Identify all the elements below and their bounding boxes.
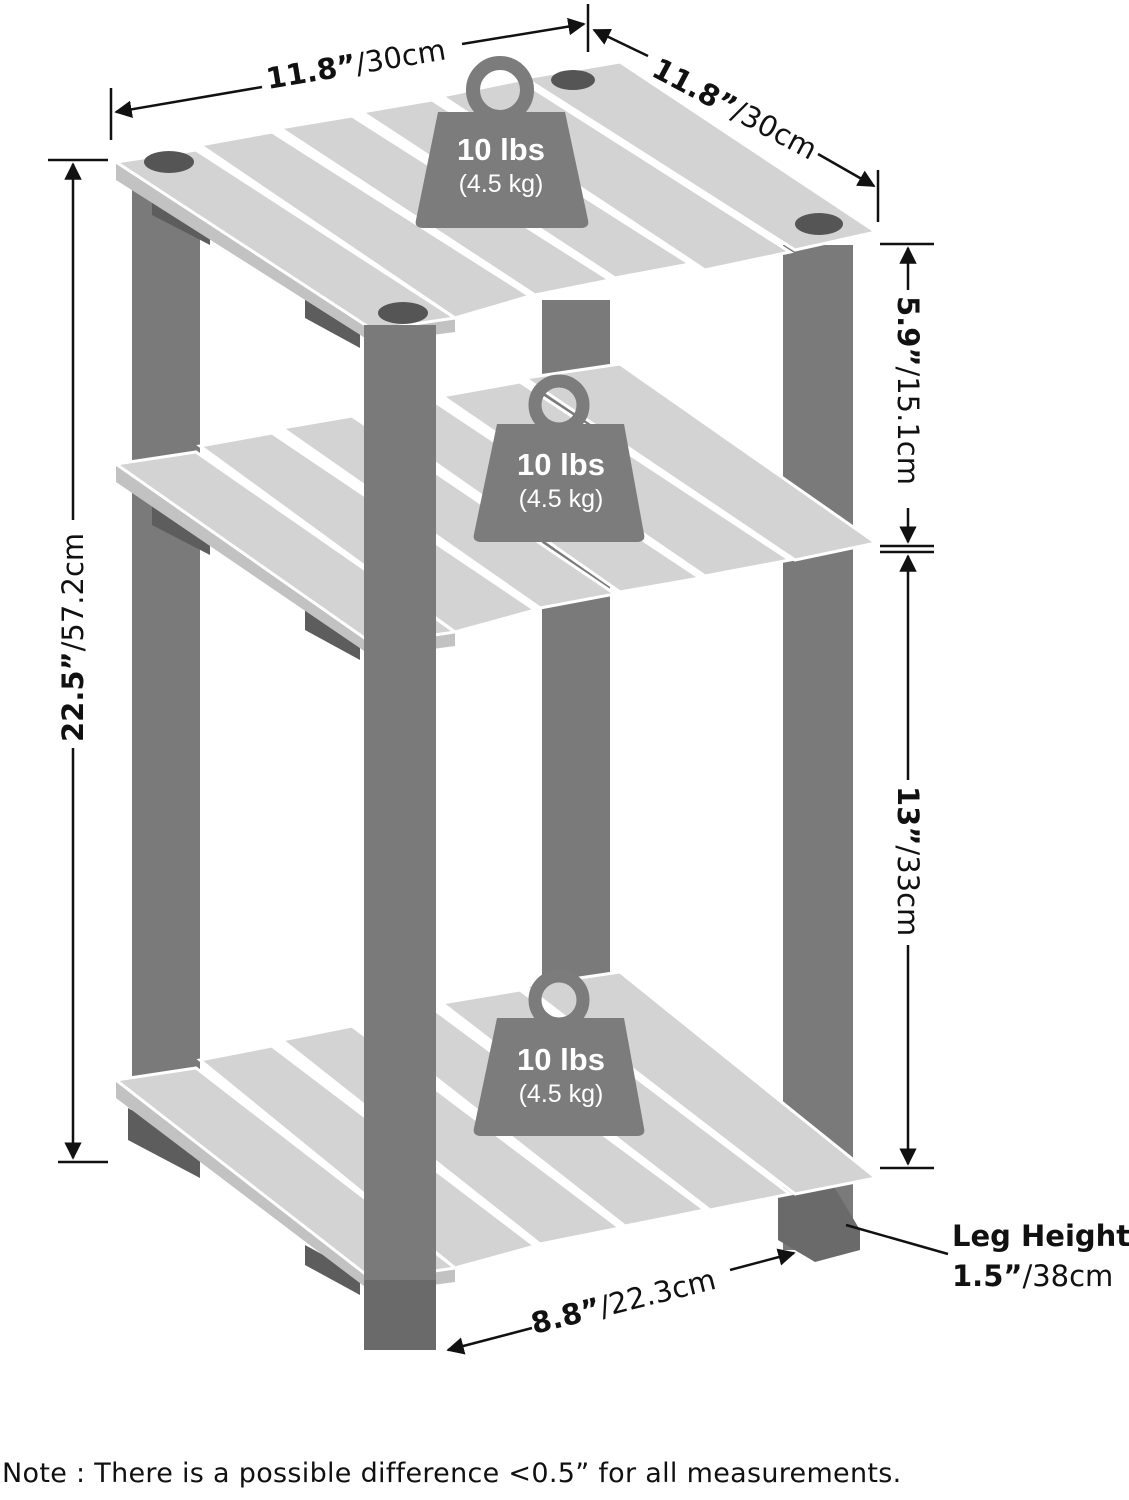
weight-top-main: 10 lbs: [457, 132, 545, 167]
total-height-label: 22.5”/57.2cm: [56, 533, 90, 742]
back-left-leg: [132, 180, 200, 1130]
bottom-width-label: 8.8”/22.3cm: [527, 1262, 719, 1341]
support-blocks: [128, 195, 360, 1295]
weight-middle-main: 10 lbs: [517, 447, 605, 482]
right-leg-foot: [778, 1180, 860, 1262]
measurement-note: Note : There is a possible difference <0…: [2, 1458, 902, 1489]
lower-gap-label: 13”/33cm: [891, 786, 925, 936]
weight-top-sub: (4.5 kg): [459, 170, 544, 198]
top-width-label: 11.8”/30cm: [264, 32, 449, 95]
leg-height-title: Leg Height: [952, 1219, 1129, 1253]
right-leg: [783, 245, 853, 1250]
weight-bottom-sub: (4.5 kg): [519, 1080, 604, 1108]
weight-top: 10 lbs (4.5 kg): [415, 56, 589, 228]
upper-gap-label: 5.9”/15.1cm: [891, 296, 925, 485]
weight-bottom: 10 lbs (4.5 kg): [473, 969, 645, 1136]
weight-bottom-main: 10 lbs: [517, 1042, 605, 1077]
weight-middle-sub: (4.5 kg): [519, 485, 604, 513]
dimension-lines: [48, 4, 949, 1355]
weight-middle: 10 lbs (4.5 kg): [473, 374, 645, 542]
leg-height-value: 1.5”/38cm: [952, 1259, 1113, 1293]
front-leg: [364, 325, 436, 1350]
